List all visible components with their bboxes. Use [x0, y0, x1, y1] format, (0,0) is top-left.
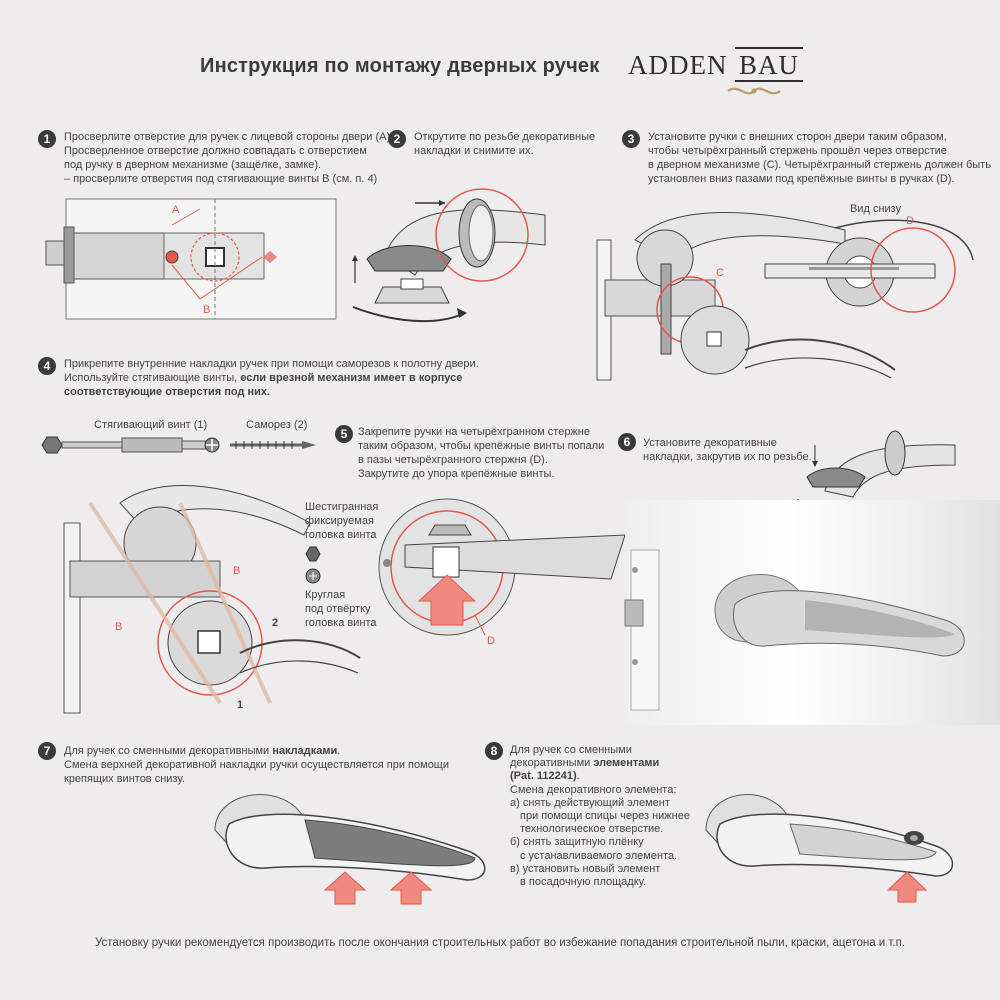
step-8-line-3: (Pat. 112241). [510, 770, 580, 783]
step-4-tie-screw-label: Стягивающий винт (1) [94, 419, 208, 431]
step-7-number: 7 [38, 742, 56, 760]
step-1-label-b: B [203, 304, 211, 316]
step-3-text: Установите ручки с внешних сторон двери … [648, 130, 991, 186]
step-5-line-3: в пазы четырёхгранного стержня (D). [358, 454, 548, 466]
step-8-number: 8 [485, 742, 503, 760]
round-head-icon [305, 568, 321, 584]
step-5-text: Закрепите ручки на четырёхгранном стержн… [358, 425, 604, 481]
step-4-round-head-label: Круглая под отвёртку головка винта [305, 589, 377, 629]
step-3-label-d: D [906, 215, 914, 227]
step-1-number: 1 [38, 130, 56, 148]
step-7-line-3: крепящих винтов снизу. [64, 773, 185, 785]
step-7-line-2: Смена верхней декоративной накладки ручк… [64, 759, 450, 771]
step-2-line-1: Открутите по резьбе декоративные [414, 131, 596, 143]
step-4-line-1: Прикрепите внутренние накладки ручек при… [64, 358, 479, 370]
step-3-line-3: в дверном механизме (C). Четырёхгранный … [648, 159, 991, 171]
step-7-line-1: Для ручек со сменными декоративными накл… [64, 745, 341, 757]
step-4-label-1: 1 [237, 699, 244, 711]
hex-head-icon [305, 546, 321, 562]
step-1-label-a: A [172, 204, 180, 216]
step-3-bottom-view-label: Вид снизу [850, 203, 902, 215]
step-1-line-4: – просверлите отверстия под стягивающие … [64, 173, 378, 185]
footer-note: Установку ручки рекомендуется производит… [95, 937, 906, 949]
page-title: Инструкция по монтажу дверных ручек [200, 55, 600, 77]
step-3-line-4: установлен вниз пазами под крепёжные вин… [648, 173, 955, 185]
step-4-text: Прикрепите внутренние накладки ручек при… [64, 357, 479, 399]
step-8-line-10: в) установить новый элемент [510, 862, 661, 875]
step-8-line-9: с устанавливаемого элемента. [520, 849, 678, 862]
step-3-line-2: чтобы четырёхгранный стержень прошёл чер… [648, 145, 947, 157]
step-4-line-3: соответствующие отверстия под них. [64, 386, 271, 398]
step-8-line-5: а) снять действующий элемент [510, 796, 670, 809]
step-1-line-3: под ручку в дверном механизме (защёлке, … [64, 159, 322, 171]
step-8-line-6: при помощи спицы через нижнее [520, 810, 690, 823]
step-8-text: Для ручек со сменными декоративными элем… [510, 744, 690, 889]
step-6-text: Установите декоративные накладки, закрут… [643, 436, 812, 464]
step-2-rosette-drawing [352, 188, 546, 323]
step-4-number: 4 [38, 357, 56, 375]
step-1-line-2: Просверленное отверстие должно совпадать… [64, 145, 367, 157]
step-4-self-tap-label: Саморез (2) [246, 419, 308, 431]
step-2-number: 2 [388, 130, 406, 148]
step-8-line-2: декоративными элементами [510, 757, 660, 770]
step-8-line-7: технологическое отверстие. [520, 823, 664, 836]
step-2-line-2: накладки и снимите их. [414, 145, 534, 157]
step-8-line-8: б) снять защитную плёнку [510, 836, 644, 849]
step-5-line-2: таким образом, чтобы крепёжные винты поп… [358, 440, 605, 452]
step-5-line-1: Закрепите ручки на четырёхгранном стержн… [358, 426, 590, 438]
step-8-line-4: Смена декоративного элемента: [510, 783, 677, 796]
step-1-text: Просверлите отверстие для ручек с лицево… [64, 130, 393, 186]
step-6-handle-photo [624, 549, 965, 711]
step-4-fasteners-drawing [41, 436, 361, 714]
step-1-latch-drawing [45, 198, 337, 320]
step-5-rosette-drawing [378, 498, 626, 636]
step-8-line-1: Для ручек со сменными [510, 744, 632, 756]
step-3-number: 3 [622, 130, 640, 148]
step-4-label-2: 2 [272, 617, 279, 629]
logo-ornament-icon [727, 87, 781, 95]
step-7-text: Для ручек со сменными декоративными накл… [64, 744, 449, 786]
step-2-text: Открутите по резьбе декоративные накладк… [414, 130, 595, 158]
step-7-handle-drawing [214, 794, 486, 905]
step-3-label-c: C [716, 267, 724, 279]
step-5-number: 5 [335, 425, 353, 443]
step-6-number: 6 [618, 433, 636, 451]
step-8-handle-drawing [705, 794, 954, 903]
step-3-line-1: Установите ручки с внешних сторон двери … [648, 131, 947, 143]
logo-text-right: BAU [735, 47, 804, 82]
step-4-hex-head-label: Шестигранная фиксируемая головка винта [305, 501, 379, 541]
step-6-line-2: накладки, закрутив их по резьбе. [643, 451, 812, 463]
step-5-line-4: Закрутите до упора крепёжные винты. [358, 468, 555, 480]
logo-text-left: ADDEN [628, 50, 728, 80]
step-8-line-11: в посадочную площадку. [520, 876, 647, 889]
step-6-line-1: Установите декоративные [643, 437, 777, 449]
step-5-label-d: D [487, 635, 495, 647]
step-4-label-b-left: B [115, 621, 123, 633]
step-4-line-2: Используйте стягивающие винты, если врез… [64, 372, 463, 384]
step-3-assembly-drawing [596, 212, 974, 381]
step-4-label-b-right: B [233, 565, 241, 577]
step-1-line-1: Просверлите отверстие для ручек с лицево… [64, 131, 394, 143]
